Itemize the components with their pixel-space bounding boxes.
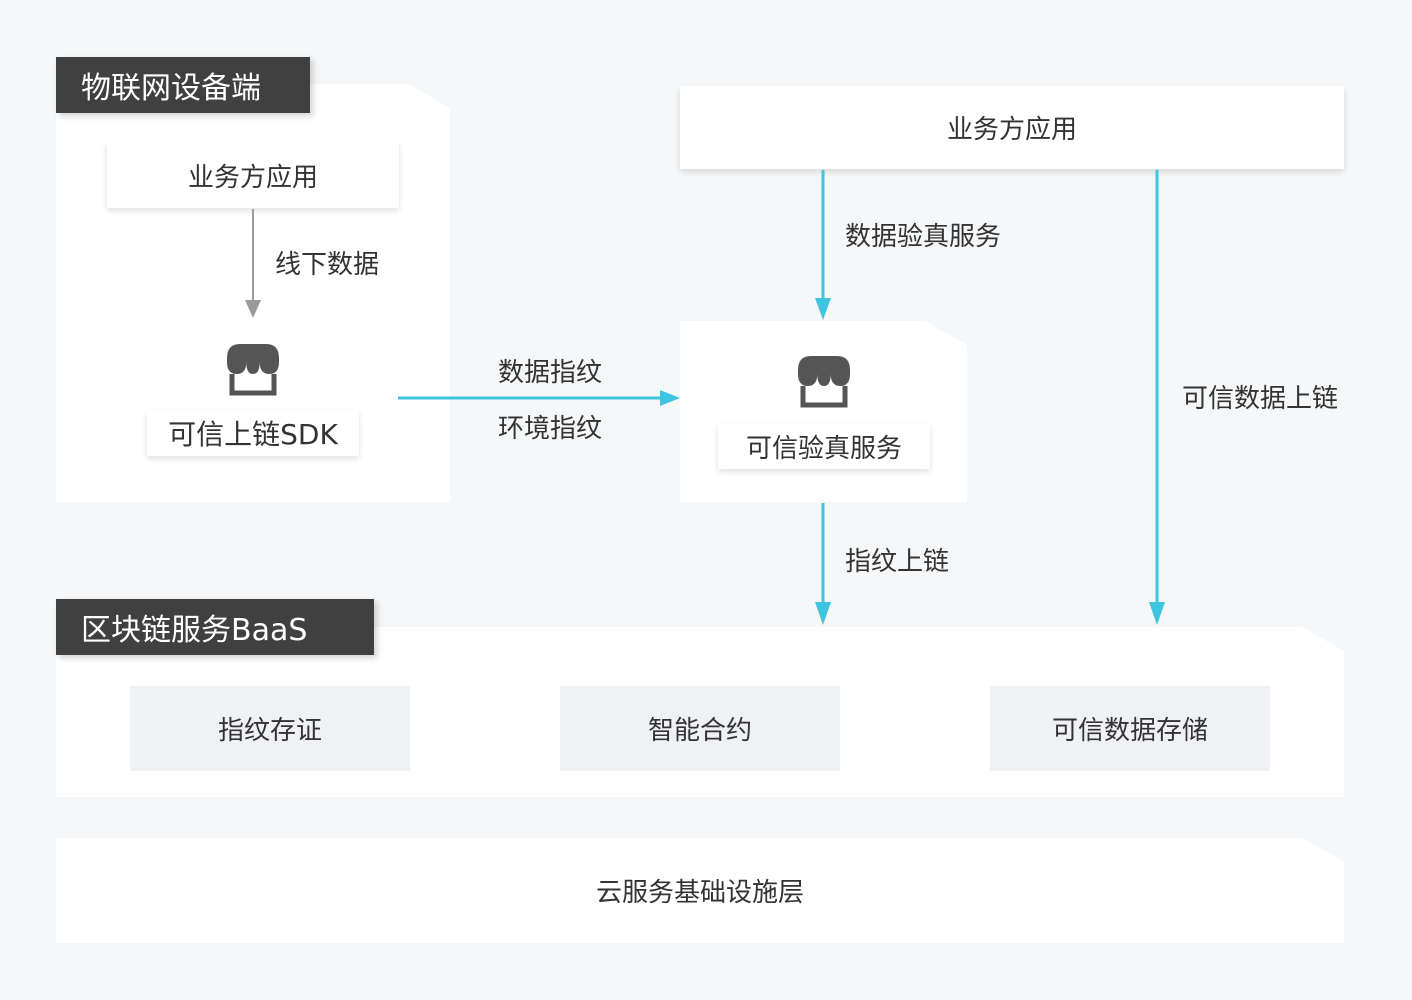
smart-contract-box: 智能合约 <box>560 686 840 771</box>
iot-business-app-box: 业务方应用 <box>107 142 399 208</box>
business-app-box: 业务方应用 <box>680 86 1344 169</box>
baas-tag: 区块链服务BaaS <box>56 599 374 655</box>
trusted-verify-panel <box>680 321 967 502</box>
cloud-infrastructure-label: 云服务基础设施层 <box>595 878 804 908</box>
verify-service-label: 数据验真服务 <box>845 222 1002 252</box>
cloud-infrastructure-panel: 云服务基础设施层 <box>56 838 1344 943</box>
iot-device-tag-text: 物联网设备端 <box>81 71 261 106</box>
trusted-data-onchain-arrow <box>1149 170 1165 625</box>
sdk-label: 可信上链SDK <box>168 418 338 451</box>
fingerprint-storage-box: 指纹存证 <box>130 686 410 771</box>
iot-device-tag: 物联网设备端 <box>56 57 310 113</box>
store-icon <box>798 356 850 408</box>
business-app-label: 业务方应用 <box>946 115 1077 145</box>
fingerprint-storage-label: 指纹存证 <box>217 716 322 746</box>
verify-service-arrow <box>815 170 831 320</box>
store-icon <box>227 344 279 396</box>
offline-data-label: 线下数据 <box>275 250 380 280</box>
trusted-verify-label-box: 可信验真服务 <box>718 423 930 469</box>
smart-contract-label: 智能合约 <box>647 716 752 746</box>
trusted-verify-label: 可信验真服务 <box>745 433 902 464</box>
fingerprint-arrow <box>398 390 680 406</box>
offline-data-arrow <box>245 209 261 318</box>
trusted-data-storage-label: 可信数据存储 <box>1051 716 1208 746</box>
sdk-label-box: 可信上链SDK <box>147 410 359 456</box>
trusted-data-onchain-label: 可信数据上链 <box>1182 384 1339 414</box>
fingerprint-onchain-label: 指纹上链 <box>845 547 950 577</box>
iot-business-app-label: 业务方应用 <box>187 162 318 193</box>
fingerprint-onchain-arrow <box>815 503 831 625</box>
environment-fingerprint-label: 环境指纹 <box>498 414 603 444</box>
data-fingerprint-label: 数据指纹 <box>498 358 603 388</box>
trusted-data-storage-box: 可信数据存储 <box>990 686 1270 771</box>
baas-tag-text: 区块链服务BaaS <box>81 613 308 648</box>
